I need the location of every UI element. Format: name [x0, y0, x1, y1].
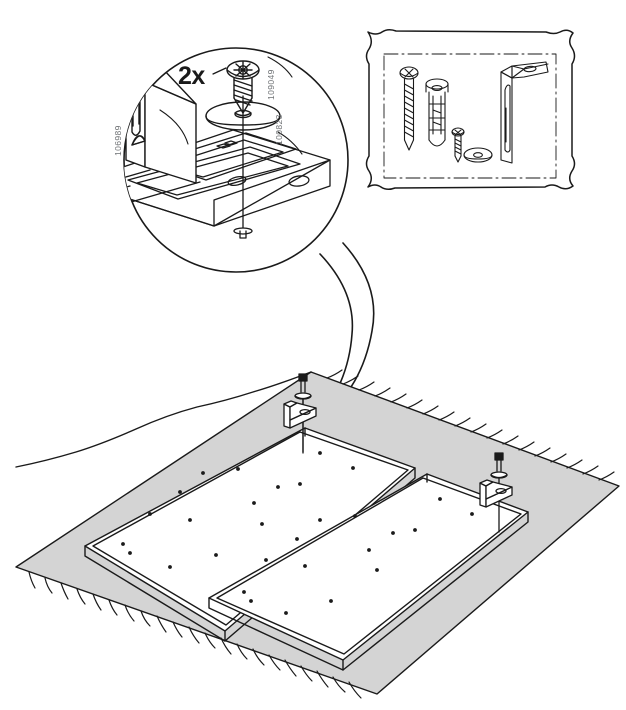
part-number-screw: 109049 [266, 69, 276, 100]
l-bracket-icon [500, 61, 549, 164]
washer-icon [463, 147, 493, 163]
parts-inventory-box [365, 28, 576, 191]
screw-label-leader [267, 56, 293, 78]
panel-right-holes [242, 497, 474, 615]
quantity-label: 2x [178, 62, 205, 90]
washer-label-leader [277, 131, 303, 155]
bracket-assembly-right [479, 452, 513, 533]
rug-top-edge [15, 371, 312, 468]
rug-fringe-right [326, 369, 615, 481]
bracket-assembly-top [283, 373, 317, 454]
part-number-bracket: 106989 [113, 125, 123, 156]
qty-leader-line [212, 67, 227, 75]
callout-contents [124, 60, 331, 239]
callout-circle [123, 47, 349, 273]
panel-right [208, 473, 529, 671]
callout-screw [226, 60, 260, 114]
part-number-washer: 100823 [274, 114, 284, 145]
panel-left-holes [121, 451, 355, 569]
callout-assembly-axis [233, 95, 253, 239]
wall-plug-icon [425, 78, 449, 147]
long-screw-icon [399, 66, 419, 151]
short-screw-icon [451, 127, 465, 163]
bracket-label-leader [159, 109, 189, 145]
parts-box-inner-dashdot [383, 53, 557, 179]
rug-fringe-left [28, 571, 362, 699]
